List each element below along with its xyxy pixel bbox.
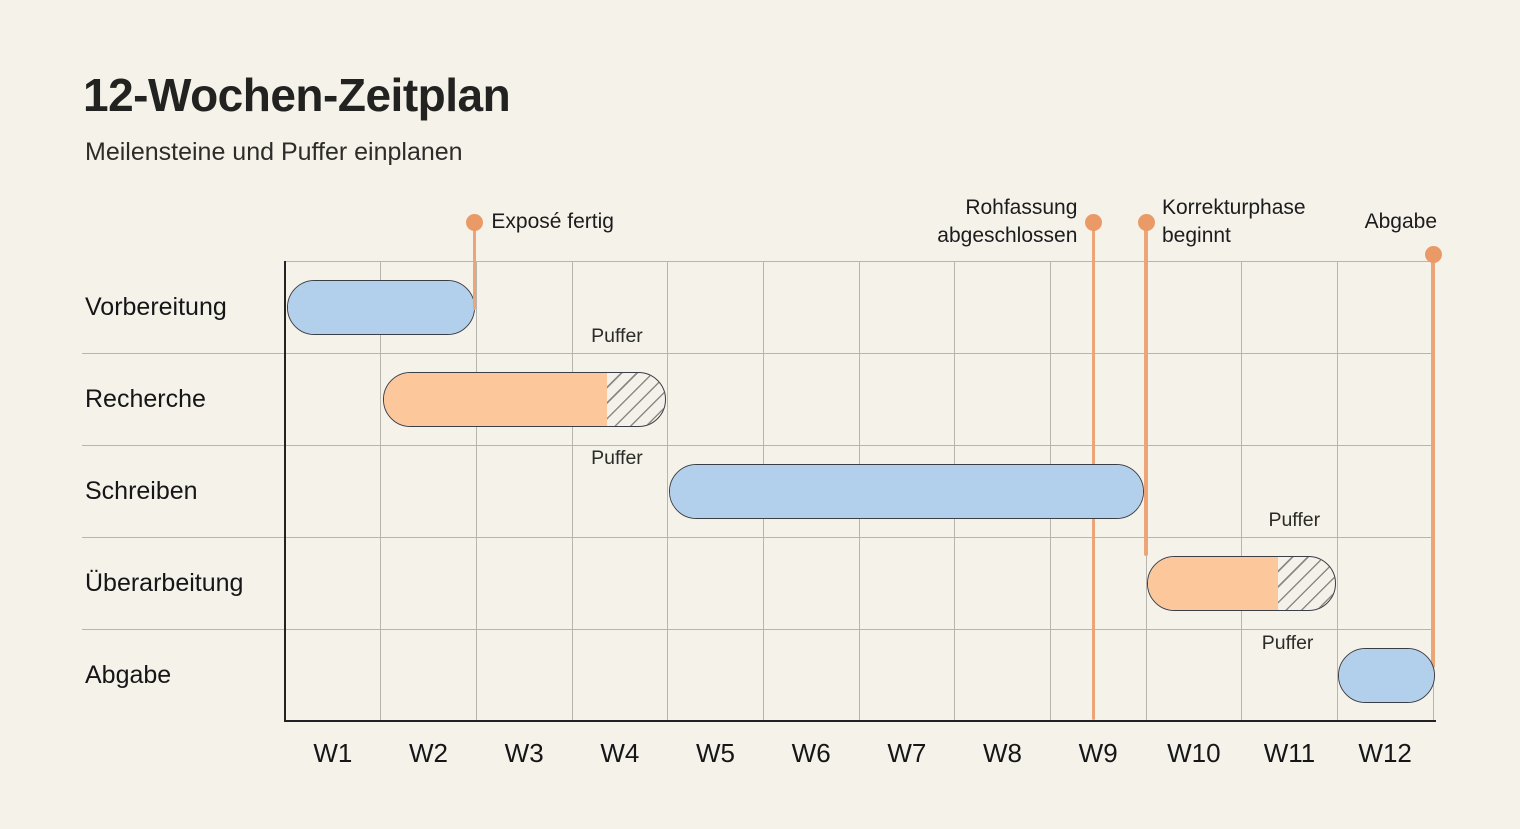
milestone-dot [465, 213, 483, 231]
milestone-line [1431, 254, 1435, 668]
task-bar [668, 463, 1145, 519]
task-bar-fill [287, 280, 475, 334]
week-label: W11 [1263, 738, 1316, 768]
milestone-label: Abgabe [1364, 210, 1437, 233]
week-gridline [1241, 261, 1243, 721]
buffer-label: Puffer [1261, 632, 1314, 654]
row-separator [82, 628, 1433, 630]
week-gridline [1336, 261, 1338, 721]
row-label: Recherche [85, 385, 206, 413]
row-separator [82, 352, 1433, 354]
week-label: W6 [791, 738, 831, 768]
row-separator [82, 536, 1433, 538]
week-label: W10 [1167, 738, 1221, 768]
chart-top-border [285, 260, 1433, 262]
row-label: Schreiben [85, 477, 198, 505]
week-gridline [475, 261, 477, 721]
row-label: Überarbeitung [85, 569, 244, 597]
milestone-line [472, 222, 477, 310]
task-bar [1338, 647, 1435, 703]
week-label: W2 [409, 738, 448, 768]
milestone-dot [1084, 213, 1102, 231]
task-bar [1146, 555, 1337, 611]
task-bar-fill [669, 464, 1144, 518]
task-bar-fill [1147, 556, 1278, 610]
milestone-label: Exposé fertig [491, 210, 614, 233]
week-label: W9 [1078, 738, 1118, 768]
week-gridline [667, 261, 669, 721]
task-bar [286, 279, 476, 335]
week-label: W7 [887, 738, 927, 768]
week-label: W4 [600, 738, 640, 768]
week-label: W1 [313, 738, 353, 768]
task-bar-fill [1339, 648, 1434, 702]
task-bar-fill [383, 372, 607, 426]
task-buffer-hatch [606, 372, 665, 426]
buffer-label: Puffer [591, 325, 643, 347]
buffer-label: Puffer [1268, 509, 1321, 531]
buffer-label: Puffer [591, 447, 643, 469]
week-label: W3 [504, 738, 544, 768]
task-bar [382, 371, 666, 427]
x-axis-line [284, 719, 1436, 722]
row-label: Vorbereitung [85, 293, 227, 321]
y-axis-line [284, 261, 286, 721]
row-label: Abgabe [85, 661, 172, 689]
week-label: W12 [1358, 738, 1412, 768]
week-label: W5 [696, 738, 735, 768]
milestone-dot [1137, 213, 1155, 231]
task-buffer-hatch [1277, 556, 1336, 610]
week-gridline [571, 261, 573, 721]
milestone-line [1144, 222, 1148, 556]
milestone-dot [1424, 245, 1442, 263]
week-gridline [380, 261, 382, 721]
chart-subtitle: Meilensteine und Puffer einplanen [85, 138, 463, 166]
row-separator [82, 444, 1433, 446]
week-label: W8 [983, 738, 1022, 768]
chart-title: 12-Wochen-Zeitplan [83, 69, 511, 121]
